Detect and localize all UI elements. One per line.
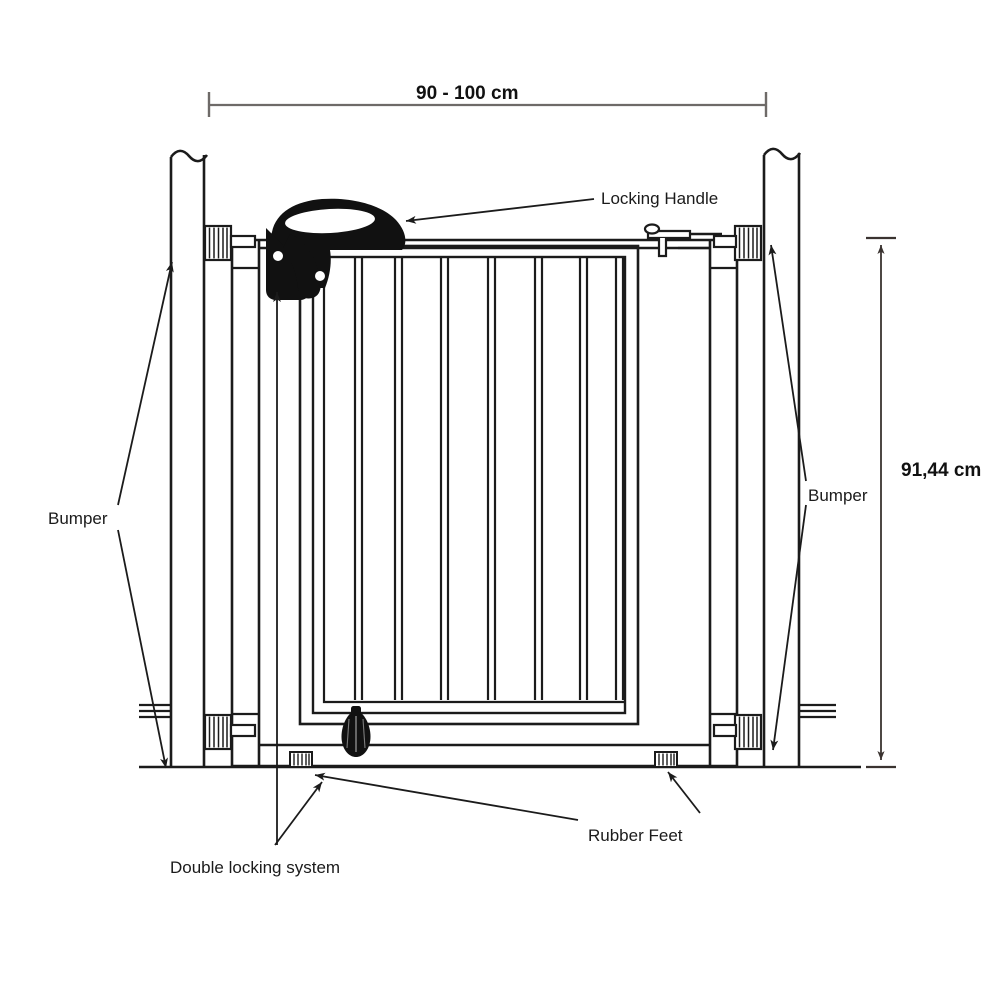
right-mounting-post [762, 147, 836, 767]
latch-knob [643, 223, 661, 235]
height-dimension [866, 236, 896, 769]
bumper-shaft-top-right [712, 234, 738, 249]
locking-handle-label: Locking Handle [601, 189, 718, 208]
bumper-left-label: Bumper [48, 509, 108, 528]
bumper-shaft-bottom-left [229, 723, 257, 738]
bottom-lock-stem [351, 706, 361, 715]
right-post-break-line [762, 147, 802, 161]
left-post-break-line [169, 149, 209, 163]
vertical-bar [393, 258, 404, 700]
bumper-right-leader-upper [768, 244, 807, 482]
vertical-bar [578, 258, 589, 700]
bumper-wheel-top-right[interactable] [712, 224, 763, 262]
top-latch-catch[interactable] [643, 223, 722, 258]
bottom-lock-catch[interactable] [341, 706, 371, 757]
bumper-wheel-bottom-left[interactable] [203, 713, 257, 751]
gate-panel-inner-border [311, 255, 627, 715]
rubber-feet-leader-right [667, 771, 701, 814]
bumper-left-leader-lower [117, 529, 168, 769]
vertical-bar [533, 258, 544, 700]
locking-handle-screw-lower [315, 271, 325, 281]
gate-panel-outer-border [298, 244, 640, 726]
locking-handle-taper [283, 234, 321, 299]
vertical-bar [353, 258, 364, 700]
locking-handle-leader [405, 198, 595, 224]
bumper-shaft-bottom-right [712, 723, 738, 738]
latch-hook [657, 238, 668, 258]
double-locking-leader-bottom [274, 781, 323, 846]
rubber-feet-label: Rubber Feet [588, 826, 683, 845]
rubber-foot-right [654, 751, 678, 768]
bumper-shaft-top-left [229, 234, 257, 249]
rubber-foot-left [289, 751, 313, 768]
latch-arm [646, 229, 692, 240]
width-dimension-label: 90 - 100 cm [416, 83, 518, 104]
bumper-right-leader-lower [770, 504, 807, 751]
gate-panel[interactable] [298, 244, 640, 726]
locking-handle-screw-upper [273, 251, 283, 261]
rubber-feet-leader-left [314, 772, 579, 821]
bottom-lock-highlight-right [362, 718, 366, 749]
bottom-lock-highlight-left [346, 718, 350, 749]
bumper-wheel-bottom-right[interactable] [712, 713, 763, 751]
bumper-wheel-top-left[interactable] [203, 224, 257, 262]
locking-handle-grip-hole [285, 208, 375, 234]
width-dimension [207, 92, 768, 117]
locking-handle[interactable] [266, 198, 406, 300]
vertical-bar [439, 258, 450, 700]
gate-vertical-bars [353, 258, 625, 700]
vertical-bar [614, 258, 625, 700]
bumper-left-leader-upper [117, 261, 174, 506]
double-locking-system-label: Double locking system [170, 858, 340, 877]
gate-panel-offset-line [322, 257, 625, 704]
bumper-right-label: Bumper [808, 486, 868, 505]
height-dimension-label: 91,44 cm [901, 460, 981, 481]
vertical-bar [486, 258, 497, 700]
